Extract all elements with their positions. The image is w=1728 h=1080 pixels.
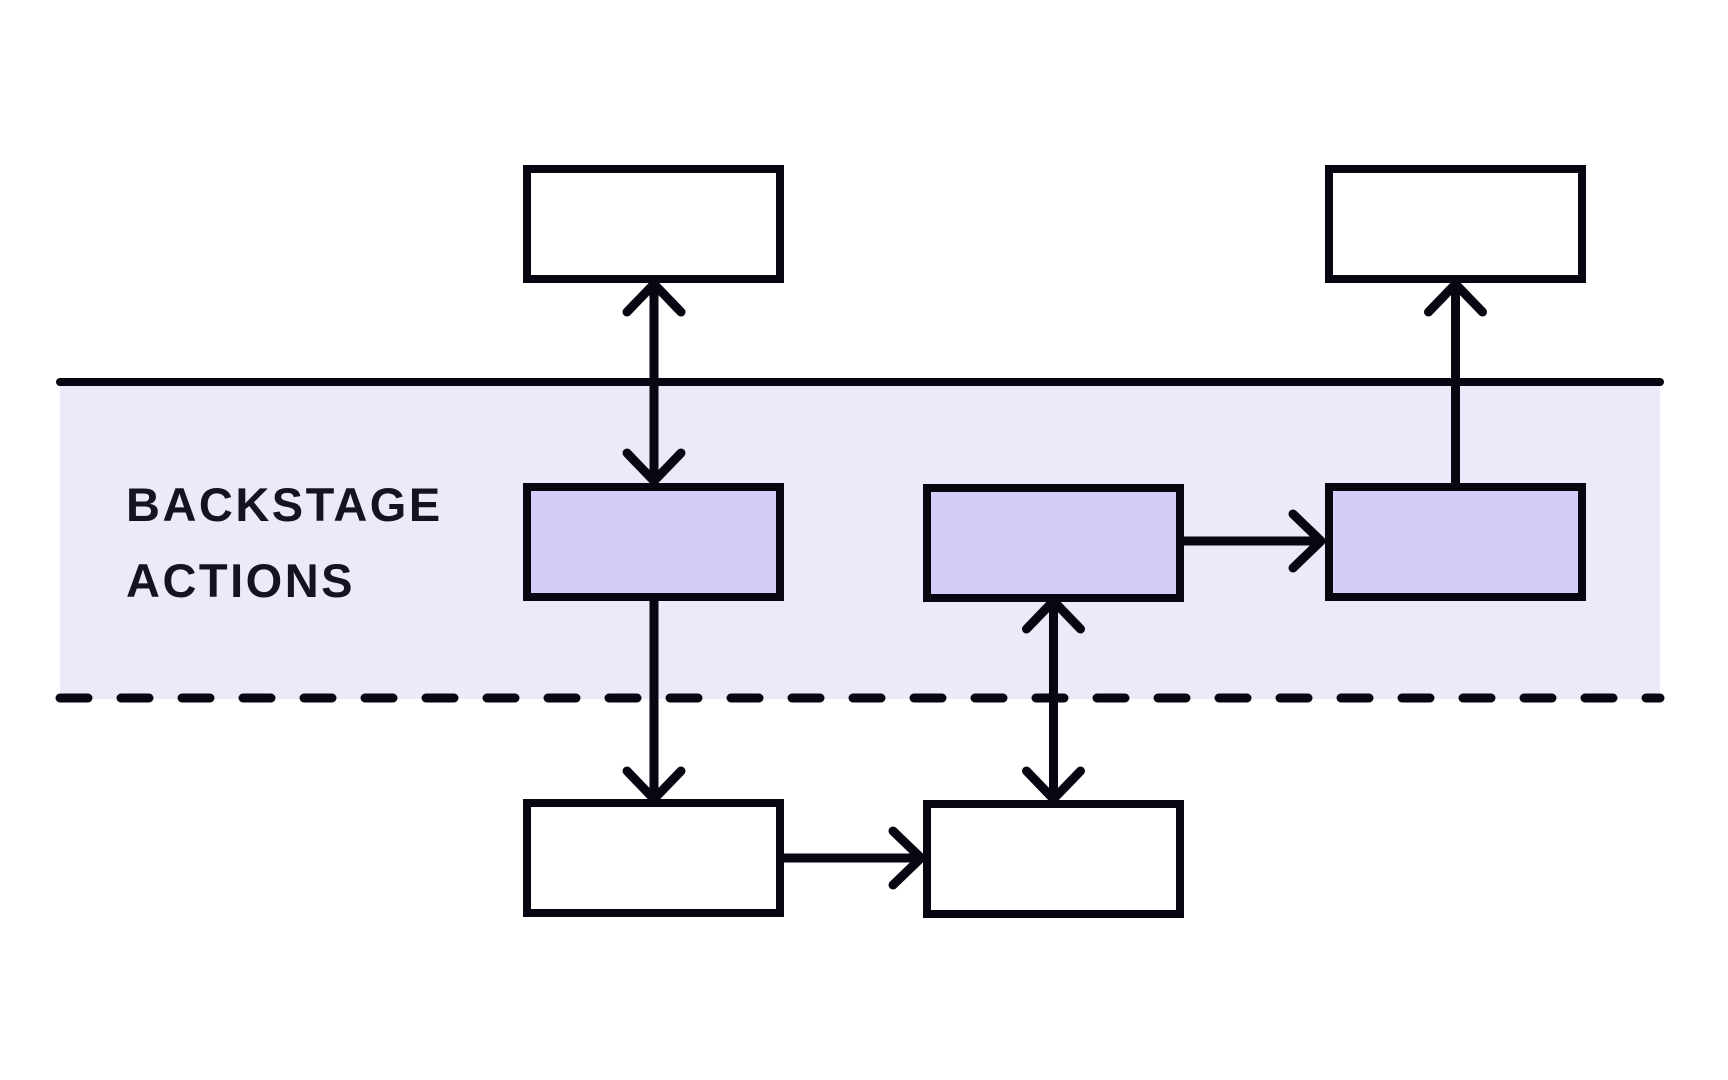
above-left-box (523, 165, 784, 283)
edge-above-left-to-backstage-left (622, 279, 686, 486)
edge-backstage-right-to-above-right (1424, 279, 1487, 488)
backstage-band-label-line1: BACKSTAGE (126, 478, 443, 531)
arrowhead-right (1288, 509, 1326, 573)
backstage-right-box (1325, 483, 1586, 601)
below-left-box (523, 799, 784, 917)
arrowhead-down (1022, 766, 1085, 804)
below-middle-box (923, 800, 1184, 918)
arrowhead-up (1424, 279, 1487, 317)
backstage-middle-box (923, 484, 1184, 602)
arrowhead-up (622, 279, 686, 317)
above-right-box (1325, 165, 1586, 283)
backstage-band-label: BACKSTAGE ACTIONS (126, 467, 443, 619)
arrowhead-down (622, 448, 686, 486)
backstage-band-label-line2: ACTIONS (126, 554, 355, 607)
edge-backstage-middle-to-backstage-right (1179, 509, 1326, 573)
arrowhead-right (888, 826, 926, 890)
edge-below-left-to-below-middle (779, 826, 926, 890)
backstage-left-box (523, 483, 784, 601)
